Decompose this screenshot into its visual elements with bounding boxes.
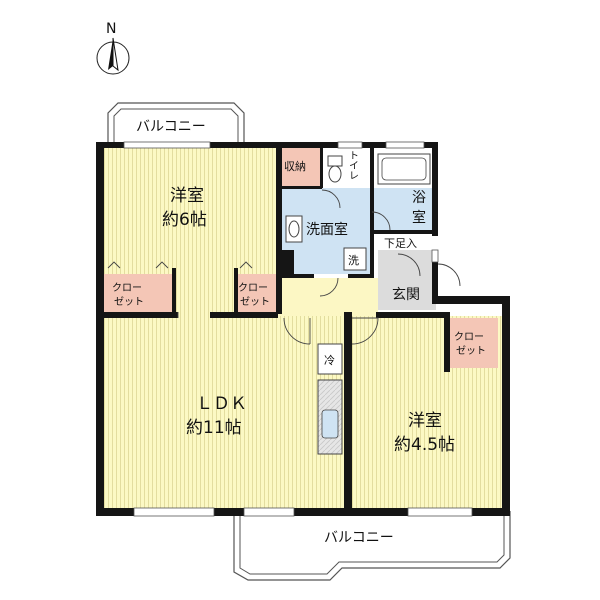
shoe-storage-area <box>378 234 434 250</box>
fridge-space <box>317 343 343 375</box>
room-6-size: 約6帖 <box>162 210 207 230</box>
balcony-bottom-label: バルコニー <box>324 530 394 546</box>
balcony-top: バルコニー <box>107 102 245 144</box>
bath-floor <box>372 188 434 232</box>
bath-label-1: 浴 <box>412 190 426 206</box>
washer-label: 洗 <box>348 254 359 267</box>
room-45-size: 約4.5帖 <box>394 435 455 455</box>
toilet-icon <box>327 155 343 183</box>
shoe-label: 下足入 <box>384 237 417 250</box>
entrance-label: 玄関 <box>392 286 420 303</box>
toilet-label: トイレ <box>347 150 359 180</box>
storage-closet <box>282 148 320 186</box>
bathtub-icon <box>377 153 431 185</box>
closet-3-line2: ゼット <box>456 345 486 357</box>
windows <box>123 141 473 517</box>
washbasin-icon <box>285 215 303 243</box>
closet-2-line1: クロー <box>238 282 268 294</box>
door-swings <box>107 189 461 345</box>
fridge-label: 冷 <box>324 354 335 367</box>
closet-2-line2: ゼット <box>240 296 270 308</box>
washroom-label: 洗面室 <box>306 221 348 238</box>
bath-label-2: 室 <box>412 209 426 226</box>
room-6-name: 洋室 <box>170 186 204 206</box>
north-arrow-icon: N <box>96 21 130 75</box>
closet-1-line1: クロー <box>112 282 142 294</box>
closet-1-line2: ゼット <box>114 296 144 308</box>
balcony-bottom: バルコニー <box>233 511 511 581</box>
entrance-floor <box>378 250 436 310</box>
storage-label: 収納 <box>284 160 306 173</box>
ldk-floor <box>102 316 348 509</box>
ldk-name: ＬＤＫ <box>196 394 247 414</box>
closet-3-line1: クロー <box>454 331 484 343</box>
north-label: N <box>106 21 116 37</box>
corridor-floor <box>278 278 378 316</box>
kitchen-sink <box>321 409 339 439</box>
ldk-size: 約11帖 <box>186 418 242 438</box>
balcony-top-label: バルコニー <box>136 119 206 135</box>
closet-3 <box>448 318 498 368</box>
closet-1 <box>102 274 172 312</box>
closet-2 <box>236 274 276 312</box>
washer-space <box>343 247 367 271</box>
room-45-name: 洋室 <box>408 411 442 431</box>
